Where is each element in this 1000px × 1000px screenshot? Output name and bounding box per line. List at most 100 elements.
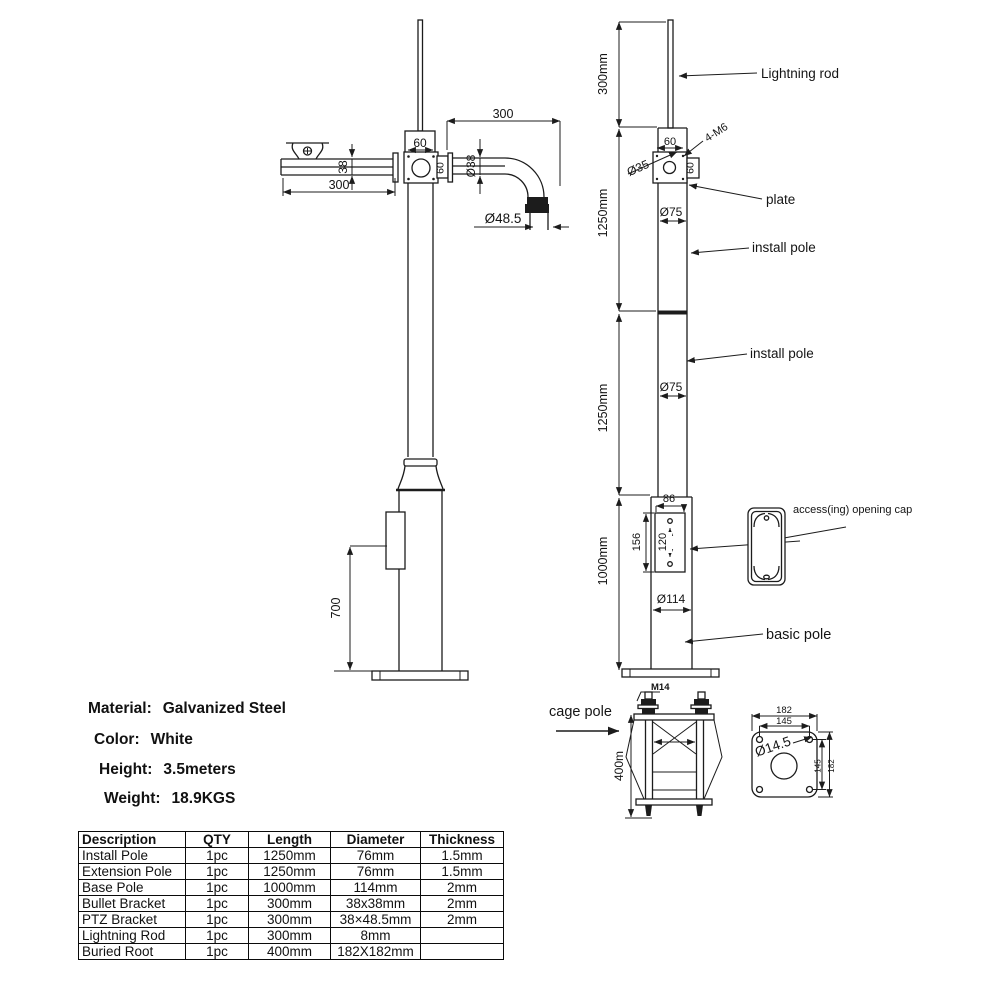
cell: 1pc [185,943,249,960]
access-cap-detail [747,507,786,586]
cell: 76mm [330,863,421,880]
pole-reducer [403,458,438,467]
front-base-plate [371,670,469,681]
dim-plate-side: 60 [685,162,697,174]
flange-detail: 182 145 Ø14.5 145 182 [751,705,836,798]
cell: 2mm [420,879,504,896]
col-diameter: Diameter [330,831,421,848]
cell: Bullet Bracket [78,895,186,912]
cell: 300mm [248,895,331,912]
spec-material-value: Galvanized Steel [162,700,286,717]
dim-rod-length: 300mm [596,53,610,95]
dim-arm-left-height: 38 [336,160,350,174]
cell: Buried Root [78,943,186,960]
cell: 76mm [330,847,421,864]
dim-pole1-length: 1250mm [596,189,610,238]
dim-opening-pitch: 120 [657,533,669,551]
table-header-row: Description QTY Length Diameter Thicknes… [78,831,504,848]
cell: 400mm [248,943,331,960]
front-right-arm [452,157,505,175]
cell: 1pc [185,895,249,912]
col-thickness: Thickness [420,831,504,848]
dim-arm-right-length: 300 [493,107,514,121]
dim-arm-right-dia: Ø38 [464,154,478,177]
spec-height-label: Height: [99,761,153,778]
cell: 1pc [185,911,249,928]
cell: Install Pole [78,847,186,864]
pole-joint [658,310,687,315]
dim-front-plate-side: 60 [435,162,447,174]
cell: 1250mm [248,863,331,880]
cell: PTZ Bracket [78,911,186,928]
cell: 38×48.5mm [330,911,421,928]
dim-base-length: 1000mm [596,537,610,586]
cell [420,927,504,944]
spec-weight-label: Weight: [104,790,161,807]
cell: 1.5mm [420,863,504,880]
cage-pole-detail: M14 400m cage pole [549,682,723,819]
cell: 2mm [420,895,504,912]
dim-cage-height: 400m [612,751,626,781]
cell: Lightning Rod [78,927,186,944]
spec-material-label: Material: [88,700,152,717]
spec-height-value: 3.5meters [163,761,236,778]
camera-mount [286,142,329,160]
spec-weight: Weight: 18.9KGS [104,790,235,808]
dim-plate-width: 60 [664,136,676,148]
spec-material: Material: Galvanized Steel [88,700,286,718]
dim-door-height: 700 [329,598,343,619]
col-description: Description [78,831,186,848]
cell: 114mm [330,879,421,896]
cell: 300mm [248,911,331,928]
cell: 300mm [248,927,331,944]
dim-pole1-dia: Ø75 [660,205,683,219]
dim-flange-outer-width: 182 [776,705,792,716]
front-left-arm [280,158,393,176]
label-install-pole-1: install pole [752,240,816,255]
side-view: 300mm 1250mm 1250mm 1000mm 60 60 4-M6 Ø3… [596,19,912,678]
cell: Base Pole [78,879,186,896]
label-lightning-rod: Lightning rod [761,66,839,81]
front-lightning-rod [417,19,424,132]
side-lightning-rod [667,19,674,129]
label-cage-pole: cage pole [549,704,612,720]
cell: 1pc [185,879,249,896]
dim-flange-hole-pitch: 145 [776,716,792,727]
cell: 1.5mm [420,847,504,864]
col-qty: QTY [185,831,249,848]
spec-weight-value: 18.9KGS [171,790,236,807]
front-access-door [385,511,406,570]
side-base-plate [621,668,720,678]
front-upper-pole [407,183,434,457]
dim-anchor-bolt: M14 [651,682,670,693]
label-plate: plate [766,192,795,207]
dim-opening-width: 86 [663,493,675,505]
label-basic-pole: basic pole [766,627,831,643]
cell: 1250mm [248,847,331,864]
spec-height: Height: 3.5meters [99,761,236,779]
cell: 8mm [330,927,421,944]
dim-plate-bolts: 4-M6 [703,121,731,145]
dim-plate-hole-dia: Ø35 [625,157,652,179]
cell: 1000mm [248,879,331,896]
parts-table: Description QTY Length Diameter Thicknes… [78,831,504,960]
cell: Extension Pole [78,863,186,880]
label-install-pole-2: install pole [750,346,814,361]
cell: 1pc [185,863,249,880]
cell: 182X182mm [330,943,421,960]
cell [420,943,504,960]
cell: 1pc [185,927,249,944]
dim-pole2-dia: Ø75 [660,380,683,394]
dim-arm-left-length: 300 [329,178,350,192]
cell: 38x38mm [330,895,421,912]
dim-opening-height: 156 [631,533,643,551]
front-view: 60 60 38 300 300 Ø38 Ø48.5 700 [280,19,569,681]
